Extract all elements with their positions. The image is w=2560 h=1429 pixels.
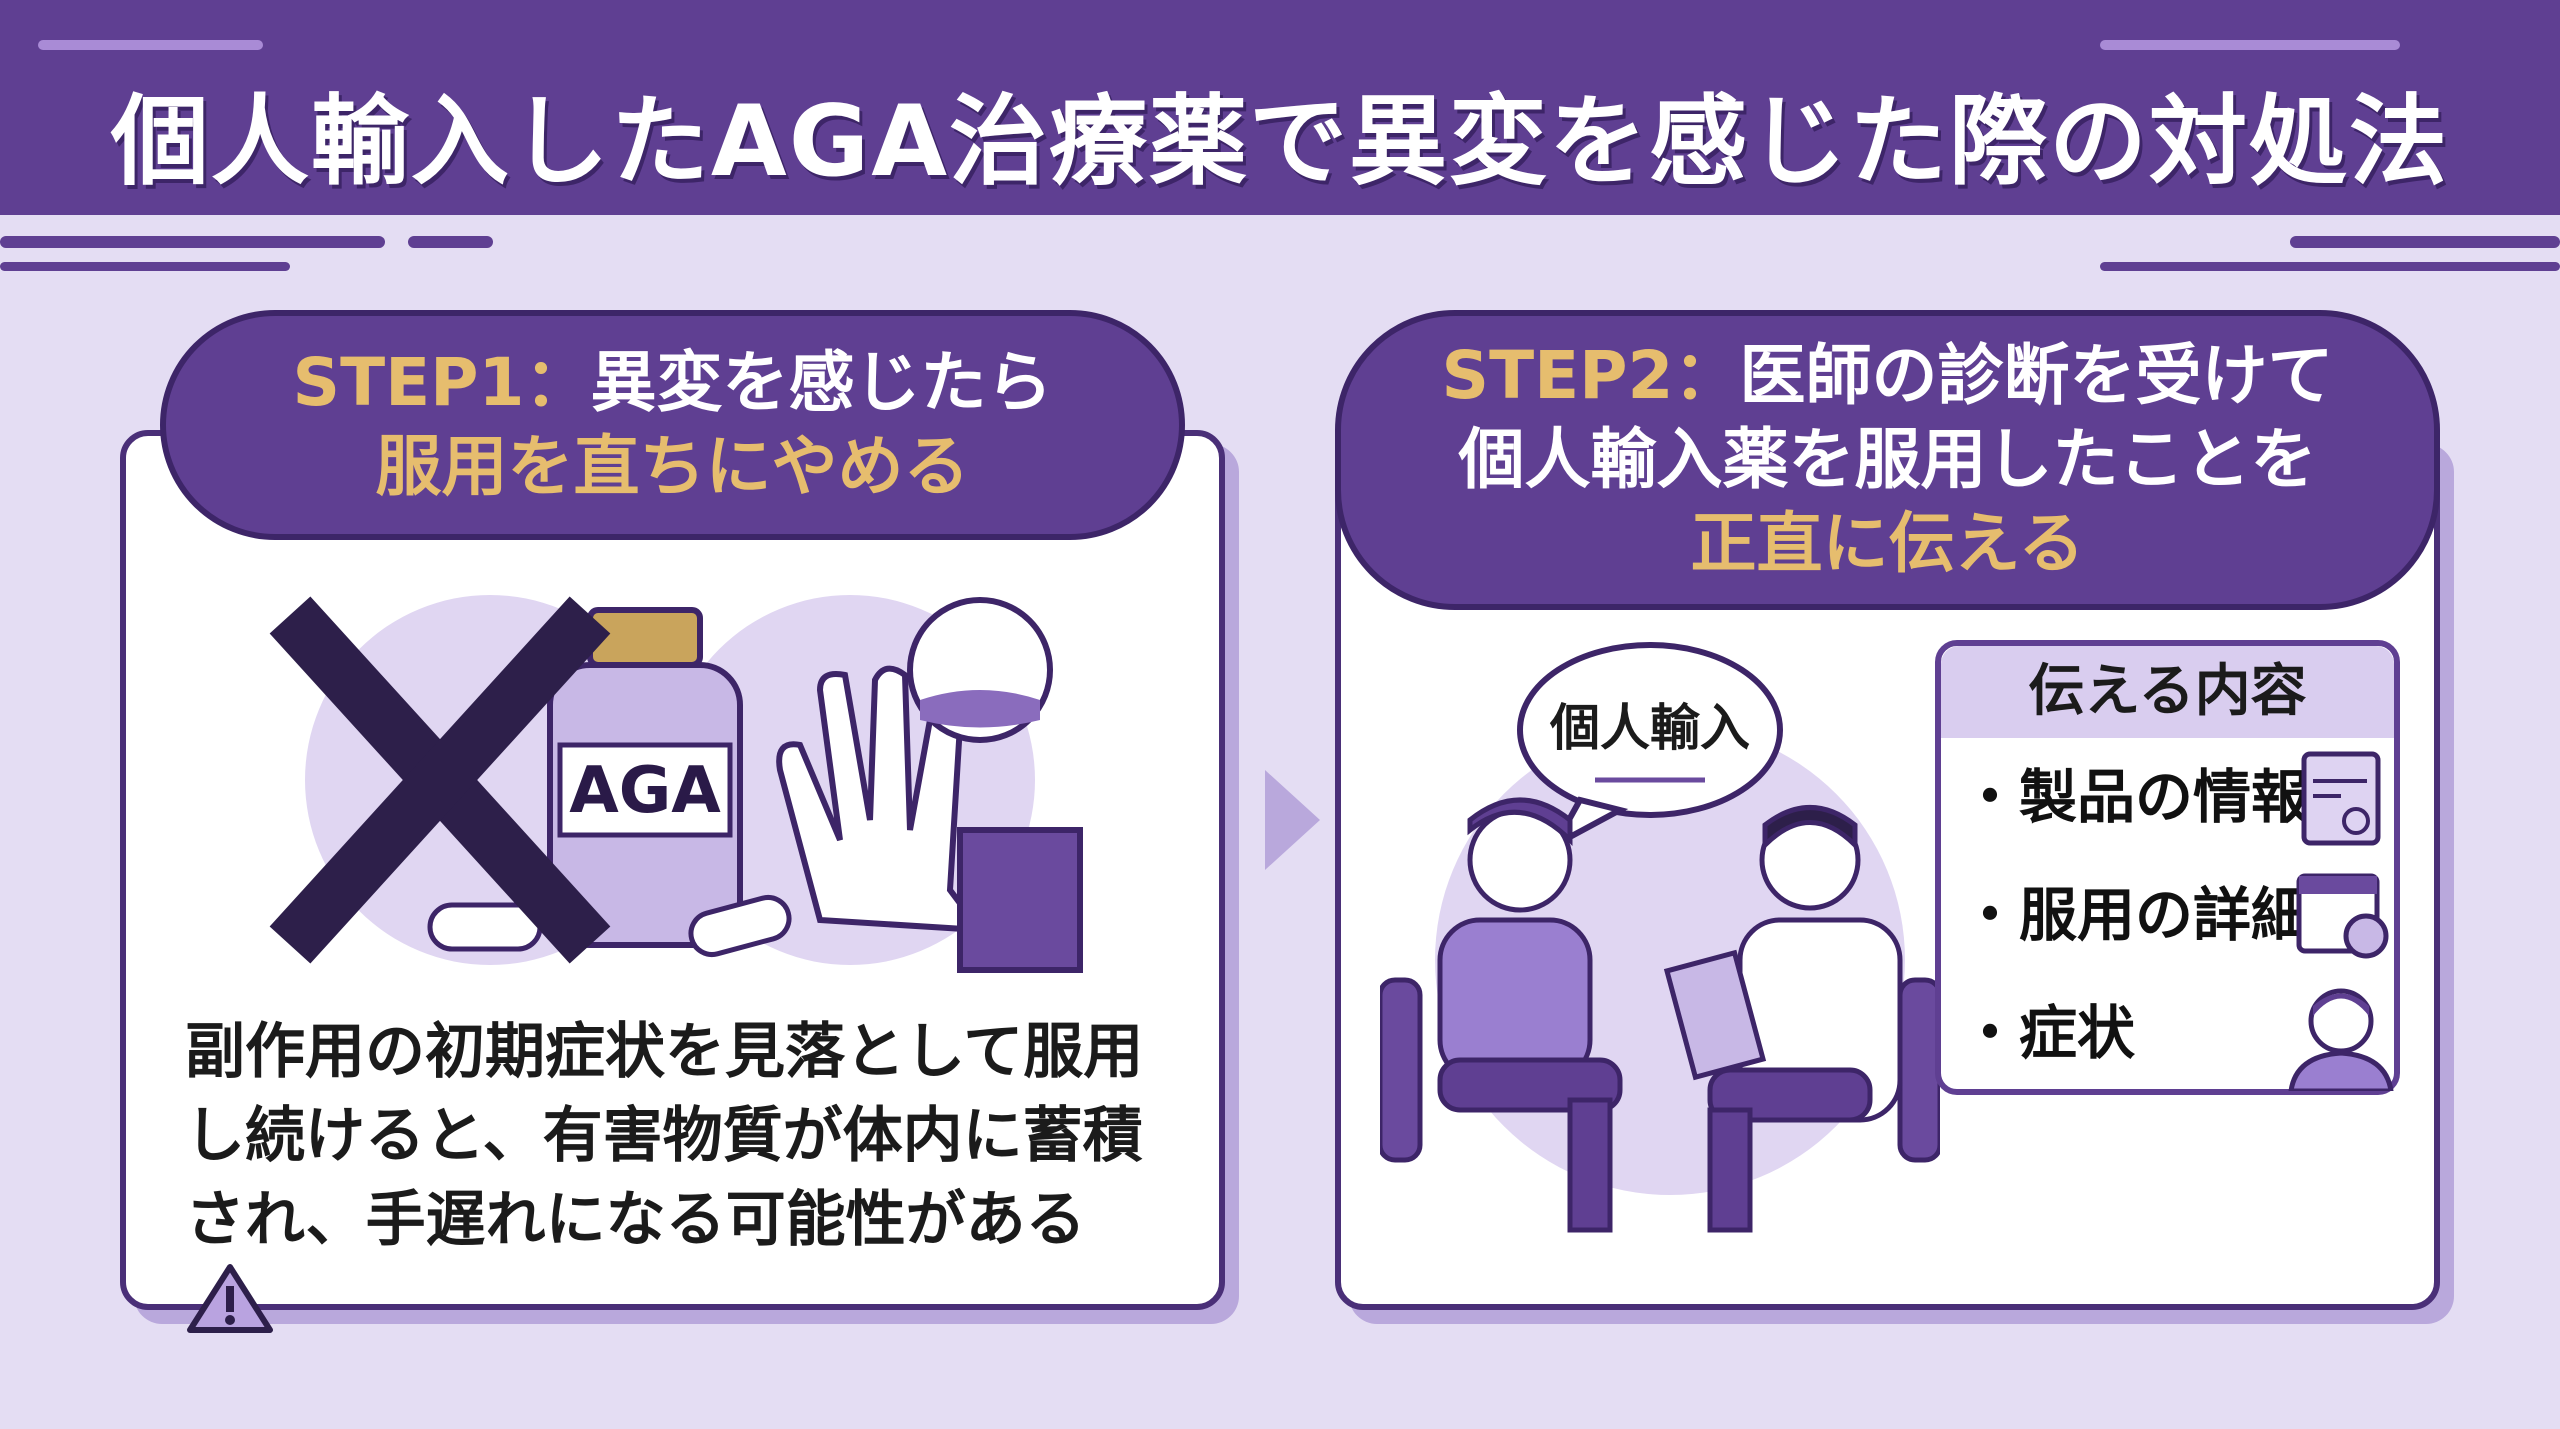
arrow-right-icon — [1265, 770, 1320, 870]
step1-label: STEP1： — [292, 344, 591, 421]
body-line: し続けると、有害物質が体内に蓄積 — [185, 1101, 1143, 1171]
step2-label: STEP2： — [1441, 337, 1740, 414]
warning-icon — [187, 1264, 273, 1333]
step1-heading-text: 異変を感じたら — [590, 344, 1053, 421]
info-item-label: ・服用の詳細 — [1961, 881, 2310, 949]
decoration — [0, 262, 290, 271]
cross-mark-icon — [269, 596, 611, 964]
step2-heading-highlight: 正直に伝える — [1690, 505, 2085, 582]
patient-icon — [1380, 797, 1623, 1233]
decoration — [408, 236, 493, 248]
info-box-title: 伝える内容 — [1941, 646, 2394, 738]
decoration — [2100, 40, 2400, 50]
step1-heading-highlight: 服用を直ちにやめる — [375, 428, 970, 505]
header-band — [0, 0, 2560, 215]
stop-hand-icon — [776, 665, 1083, 973]
consultation-illustration: 個人輸入 — [1380, 642, 1940, 1233]
step2-heading-text: 医師の診断を受けて — [1739, 337, 2334, 414]
info-item-label: ・製品の情報 — [1961, 763, 2310, 831]
step1-body: 副作用の初期症状を見落として服用 し続けると、有害物質が体内に蓄積 され、手遅れ… — [185, 1010, 1185, 1346]
step1-heading: STEP1：異変を感じたら 服用を直ちにやめる — [160, 310, 1185, 540]
info-item: ・服用の詳細 — [1941, 856, 2394, 974]
speech-bubble-text: 個人輸入 — [1549, 699, 1750, 757]
step2-heading-line2: 個人輸入薬を服用したことを — [1458, 421, 2317, 498]
document-icon — [2301, 751, 2381, 846]
step2-heading: STEP2：医師の診断を受けて 個人輸入薬を服用したことを 正直に伝える — [1335, 310, 2440, 610]
doctor-icon — [1663, 805, 1940, 1233]
step1-illustration: AGA — [269, 595, 1083, 973]
body-line: 副作用の初期症状を見落として服用 — [185, 1017, 1144, 1087]
decoration — [38, 40, 263, 50]
hair-follicle-icon — [907, 597, 1053, 743]
decoration — [2290, 236, 2560, 248]
decoration — [0, 236, 385, 248]
info-box: 伝える内容 ・製品の情報 ・服用の詳細 ・症状 — [1935, 640, 2400, 1095]
decoration — [2100, 262, 2560, 271]
body-line: され、手遅れになる可能性がある — [185, 1185, 1086, 1255]
info-item: ・製品の情報 — [1941, 738, 2394, 856]
calendar-clock-icon — [2296, 873, 2389, 959]
page-title: 個人輸入したAGA治療薬で異変を感じた際の対処法 — [110, 85, 2450, 199]
sick-person-icon — [2288, 988, 2394, 1091]
bottle-label: AGA — [569, 754, 721, 828]
info-item-label: ・症状 — [1961, 999, 2136, 1067]
info-item: ・症状 — [1941, 974, 2394, 1092]
